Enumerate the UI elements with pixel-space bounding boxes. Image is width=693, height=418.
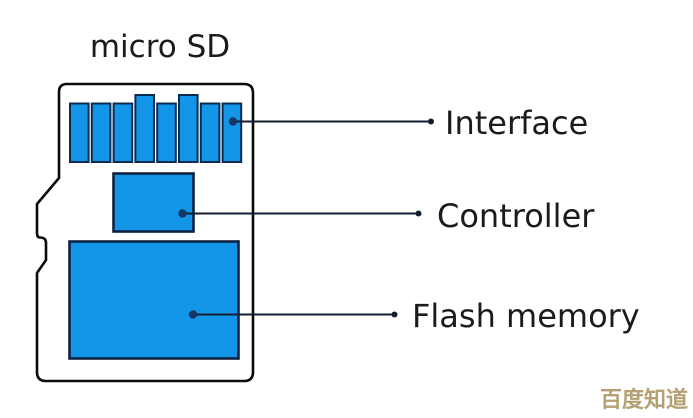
- controller-end-dot: [415, 210, 422, 217]
- interface-end-dot: [428, 118, 434, 125]
- flash-memory-block: [68, 240, 240, 360]
- pin-8: [221, 102, 243, 163]
- interface-pins: [69, 94, 243, 163]
- pin-7: [199, 102, 221, 163]
- watermark: 百度知道: [600, 387, 688, 413]
- interface-label: Interface: [445, 104, 588, 142]
- interface-leader: [228, 117, 434, 126]
- pin-1: [69, 102, 90, 163]
- controller-leader: [178, 209, 422, 218]
- flash-memory-end-dot: [391, 311, 398, 318]
- diagram-title: micro SD: [90, 29, 230, 65]
- flash-memory-anchor-dot: [188, 310, 198, 319]
- interface-anchor-dot: [228, 117, 238, 126]
- controller-block: [112, 172, 195, 233]
- pin-6: [178, 94, 199, 163]
- pin-3: [112, 102, 134, 163]
- pin-4: [134, 94, 155, 163]
- flash-memory-label: Flash memory: [412, 297, 640, 335]
- controller-anchor-dot: [178, 209, 187, 218]
- pin-2: [90, 102, 112, 163]
- pin-5: [156, 102, 177, 163]
- flash-memory-leader: [188, 310, 398, 319]
- controller-label: Controller: [437, 197, 595, 235]
